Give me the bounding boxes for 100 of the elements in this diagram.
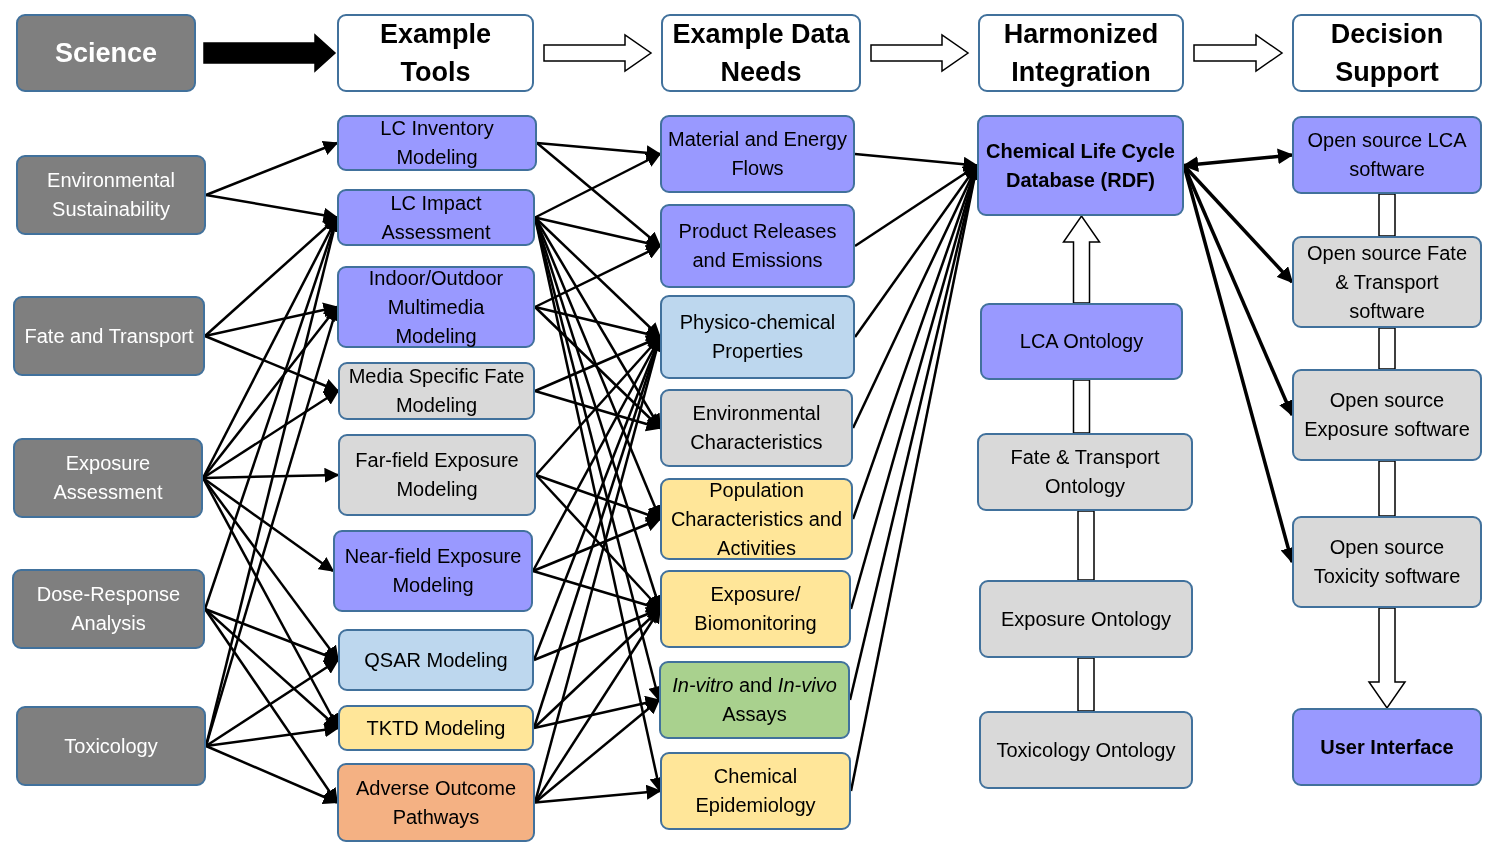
science-box [16,706,206,786]
arrow [205,658,340,748]
ontology-box [980,303,1183,380]
double-line-connector [1077,510,1095,581]
arrow [1182,148,1294,172]
double-line-connector [1072,379,1091,434]
tool-box [337,266,535,348]
box-label: LC Inventory Modeling [379,116,495,170]
box-label: Dose-Response Analysis [35,582,182,636]
double-line-connector [1378,460,1396,517]
box-label: Indoor/Outdoor Multimedia Modeling [367,265,505,349]
box-label: Exposure Assessment [52,451,164,505]
box-label: Fate & Transport Ontology [1009,445,1161,499]
box-label: Open source Exposure software [1303,388,1471,442]
interface-box [1292,708,1482,786]
arrow [532,517,662,573]
box-label: Near-field Exposure Modeling [343,544,523,598]
data-box [660,570,851,648]
double-line-connector [1077,657,1095,712]
ontology-box [977,433,1193,511]
box-label: In-vitro and In-vivo Assays [671,673,838,727]
header-box [1292,14,1482,92]
data-box [660,295,855,379]
arrow [202,467,340,483]
box-label: Open source Toxicity software [1312,535,1462,589]
box-label: Example Tools [378,18,493,89]
arrow [205,141,339,197]
arrow [534,244,662,309]
ontology-box [979,711,1193,789]
box-label: Chemical Epidemiology [694,764,817,818]
box-label: Exposure/ Biomonitoring [693,582,818,636]
arrow [202,389,340,480]
arrow [533,695,661,730]
box-label: Adverse Outcome Pathways [354,775,518,830]
box-label: Material and Energy Flows [668,127,847,181]
box-label: QSAR Modeling [364,647,508,673]
ontology-box [979,580,1193,658]
header-box [16,14,196,92]
arrow [536,141,662,161]
block-arrow [203,33,337,73]
arrow [205,744,339,805]
box-label: Population Characteristics and Activities [669,477,844,561]
box-label: Open source LCA software [1306,128,1468,182]
arrow [204,334,340,393]
block-arrow [543,33,653,73]
box-label: LC Impact Assessment [380,190,492,245]
tool-box [337,763,535,842]
header-box [978,14,1184,92]
tool-box [338,362,535,420]
box-label: Decision Support [1329,18,1445,89]
arrow [534,152,662,219]
box-label: Toxicology [64,733,158,759]
box-label: Toxicology Ontology [996,737,1176,763]
box-label: Far-field Exposure Modeling [354,448,520,502]
block-arrow [1193,33,1284,73]
box-label: User Interface [1320,734,1454,760]
tool-box [338,705,534,751]
data-box [660,115,855,193]
box-label: TKTD Modeling [366,715,506,741]
arrow [534,389,662,432]
tool-box [337,115,537,171]
double-line-connector [1378,327,1396,370]
box-label: Environmental Characteristics [689,401,824,455]
arrow [205,722,340,748]
arrow [202,477,335,572]
science-box [12,569,205,649]
tool-box [333,530,533,612]
arrow [854,152,979,172]
arrow [205,193,339,223]
science-box [13,438,203,518]
software-box [1292,516,1482,608]
block-arrow [1062,214,1101,304]
data-box [660,204,855,288]
software-box [1292,369,1482,461]
tool-box [338,434,536,516]
box-label: Product Releases and Emissions [677,219,838,273]
box-label: Science [54,38,158,68]
arrow [534,784,662,804]
double-line-connector [1378,193,1396,237]
tool-box [337,189,535,246]
arrow [534,699,661,804]
tool-box [338,629,534,691]
box-label: Harmonized Integration [1002,18,1160,89]
science-box [13,296,205,376]
database-box [977,115,1184,216]
box-label: Media Specific Fate Modeling [347,364,526,418]
box-label: Physico-chemical Properties [678,310,837,364]
box-label: LCA Ontology [1019,329,1144,354]
block-arrow [870,33,970,73]
box-label: Environmental Sustainability [46,168,176,222]
box-label: Example Data Needs [671,18,851,89]
data-box [659,661,850,739]
science-box [16,155,206,235]
block-arrow [1367,607,1407,710]
box-label: Open source Fate & Transport software [1305,240,1469,324]
box-label: Exposure Ontology [1000,606,1172,632]
header-box [337,14,534,92]
arrow [204,302,339,338]
box-label: Fate and Transport [24,323,194,349]
data-box [660,389,853,467]
